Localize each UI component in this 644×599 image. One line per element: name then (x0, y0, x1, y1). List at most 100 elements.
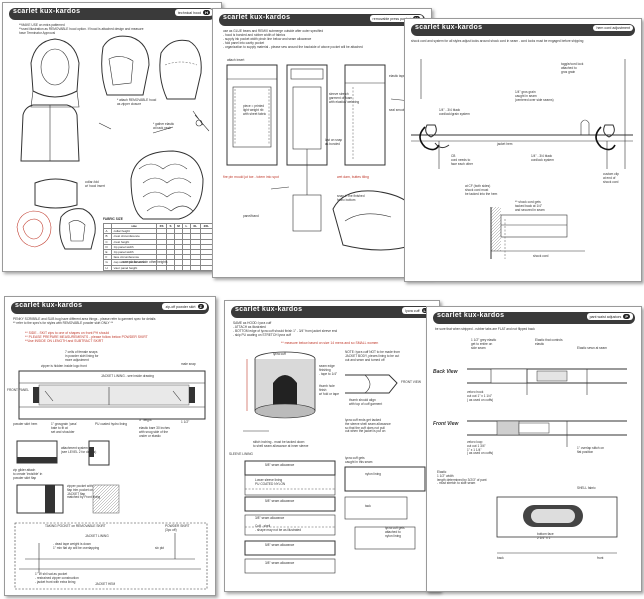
sheet-header (11, 302, 209, 314)
skirt-label: 3" height (139, 418, 152, 422)
waist-label: 1 1/2" grey elastic get to entire on sid… (471, 338, 497, 350)
cuff-label: Cuff - shell - shape may not be as illus… (255, 524, 302, 532)
brand-title: scarlet kux-kardos (235, 306, 303, 313)
sheet-notes: SAME as HOOD: lycra cuff - ATTACH as ill… (233, 321, 338, 337)
skirt-label: elastic bare 30 inches with snug side of… (139, 426, 170, 438)
waist-label: Elastic that controls elastic (535, 338, 563, 346)
brand-title: scarlet kux-kardos (415, 24, 483, 31)
skirt-label: attachment system (see LEVEL 2 for detai… (61, 446, 97, 454)
pocket-label: sleeve stretch garment of foam with elas… (329, 92, 360, 104)
waist-label: bottom face 2 1/4" x 1" (537, 532, 554, 540)
cuff-label: lycra cuff (273, 352, 286, 356)
cuff-label: 3/8" seam allowance (255, 516, 285, 520)
skirt-label: JACKET HEM (95, 582, 116, 586)
cuff-label: lycra cuff ends get tacked the sleeve sh… (345, 418, 391, 434)
cuff-label: lycra cuff gets attached to nylon lining (385, 526, 405, 538)
skirt-label: FRONT PANEL (7, 388, 30, 392)
cuff-label: tack (365, 504, 371, 508)
waist-label: Front View (433, 421, 459, 427)
hood-label: * gather elastic at back neck (153, 122, 175, 130)
skirt-label: powder skirt hem (13, 422, 38, 426)
hem-label: jacket hem (497, 142, 513, 146)
cuff-label: thumb should align with top of cuff garm… (349, 398, 383, 406)
hood-label: collar-fold w/ hood insert (85, 180, 105, 188)
waist-label: Back View (433, 369, 458, 375)
cuff-label: thumb hole finish w/ fold or tape (319, 384, 340, 396)
cuff-label: 5/8" seam allowance (265, 463, 295, 467)
skirt-label: zip glider attach to create 'invisible' … (13, 468, 43, 480)
skirt-label: 7 cells of female snaps in powder skirt … (65, 350, 99, 362)
cuff-label: NOTE: lycra cuff NOT to be made from JAC… (345, 350, 400, 362)
pocket-label: snap in the finished fabric bottom (337, 194, 365, 202)
waist-label: 1" overlap stitch on flat position (577, 446, 605, 454)
sheet-header (231, 306, 433, 318)
waist-label: Elastic 1 1/2" width length determined b… (437, 470, 487, 486)
sheet-header (9, 8, 215, 20)
waist-label: Elastic sewn at seam (577, 346, 607, 350)
hem-label: ** shock cord gets tacked back at 1/4" a… (515, 200, 545, 212)
cuff-label: 5/8" seam allowance (265, 499, 295, 503)
pocket-illustration (226, 64, 420, 251)
cuff-label: stitch inching - must be tacked down to … (253, 440, 309, 448)
sheet-notes: PENKY SCRIBBLE and SLIB bug have differe… (13, 317, 156, 325)
sheet-notes: shock cord and system for all styles adj… (411, 39, 584, 43)
hood-label: * attach REMOVABLE hood as zipper closur… (117, 98, 157, 106)
brand-title: scarlet kux-kardos (223, 14, 291, 21)
brand-title: scarlet kux-kardos (13, 8, 81, 15)
pocket-label: attach insert (227, 58, 245, 62)
pocket-label: piece = printed light weight rib with sh… (243, 104, 267, 116)
lycra-cuff-illustration (243, 351, 426, 574)
pocket-label: elastic tape (389, 74, 406, 78)
skirt-label: zipper is hidden inside logo front (41, 364, 87, 368)
skirt-label: zipper pocket with flap trim pocket on J… (67, 484, 101, 500)
skirt-label: male snap (181, 362, 196, 366)
hem-label: at CF (both sides) shock cord must be ta… (465, 184, 498, 196)
skirt-label: PU coated hydro lining (95, 422, 128, 426)
hem-label: CB cord needs to face each other (451, 154, 473, 166)
cuff-label: lycra cuff gets caught in this seam (345, 456, 373, 464)
hem-label: 1/4" - 3/4 black cordlock system (531, 154, 554, 162)
skirt-label: slv pkt (155, 546, 165, 550)
skirt-label: - dead tape weight is down 1" min flat z… (53, 542, 100, 550)
powder-skirt-illustration (14, 370, 208, 590)
cuff-label: nylon lining (365, 472, 381, 476)
page-hem-cord: scarlet kux-kardos hem cord adjustment s… (404, 18, 642, 282)
hem-label: 1/4" gros grain caught in seam (centered… (515, 90, 554, 102)
cuff-label: SLEEVE LINING (229, 452, 253, 456)
skirt-label: POWDER SKIRT (3pc off) (165, 524, 190, 532)
cuff-label: seam edge finishing - tape to 1/4" (319, 364, 338, 376)
waist-label: SHELL fabric (577, 486, 596, 490)
foot-note-left: fire pin mould jut toe - totem into spot (223, 175, 279, 179)
sheet-header (411, 24, 635, 36)
brand-title: scarlet kux-kardos (437, 312, 505, 319)
hem-label: custom clip at end of shock cord (603, 172, 619, 184)
table-footnote: see pic for certain other heights (123, 260, 168, 264)
skirt-label: 1" W shil sat as pocket - restrained zip… (35, 572, 79, 584)
skirt-label: JACKET LINING - see inside drawing (101, 374, 154, 378)
skirt-label: JACKET LINING (85, 534, 109, 538)
skirt-label: 1" grosgrain 'pass' bate to fit at set a… (51, 422, 77, 434)
cuff-label: 5/8" seam allowance (265, 543, 295, 547)
sheet-header (433, 312, 635, 324)
cuff-label: Lower sleeve lining PU COATED NYLON (255, 478, 286, 486)
waist-label: back (497, 556, 504, 560)
sheet-notes: use as GLUE bears and REMIX submerge out… (223, 29, 363, 49)
sheet-warning: ** SIDE - SKIT zips to one of shapes on … (25, 331, 148, 343)
sheet-warning: ** measure below based on size 14 mens a… (281, 341, 379, 345)
page-removable-pocket: scarlet kux-kardos removable press pocke… (212, 8, 432, 278)
waist-label: front (597, 556, 604, 560)
pocket-label: seal smoothly (389, 108, 409, 112)
skirt-label: 1 1/2" (181, 420, 190, 424)
pocket-label: last on snap as bonded (325, 138, 343, 146)
cuff-label: 3/8" seam allowance (265, 561, 295, 565)
